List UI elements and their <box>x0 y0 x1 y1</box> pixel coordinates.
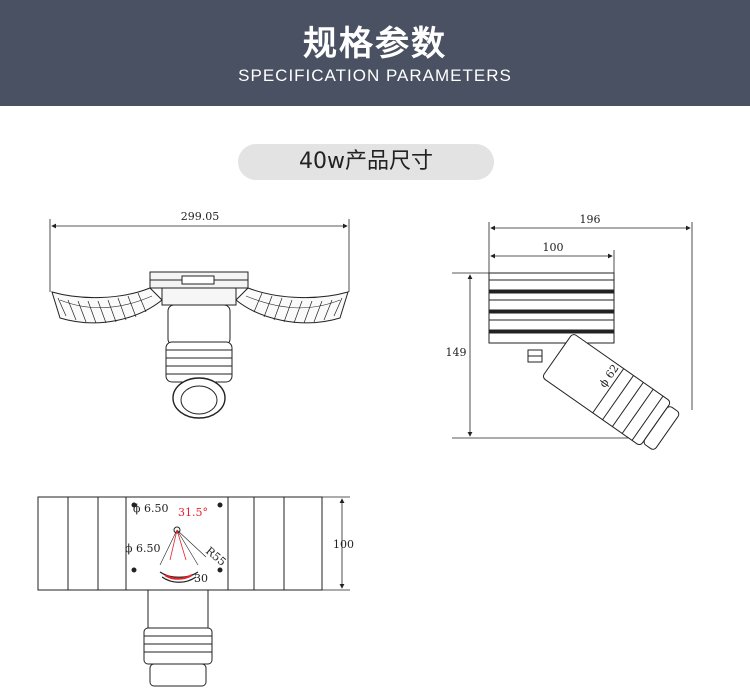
side-width-label: 196 <box>580 213 601 226</box>
front-view <box>49 219 350 419</box>
page-subtitle: SPECIFICATION PARAMETERS <box>238 66 512 85</box>
section-label: 40w产品尺寸 <box>238 144 494 180</box>
bottom-view <box>37 496 350 687</box>
header-banner: 规格参数 SPECIFICATION PARAMETERS <box>0 0 750 106</box>
angle-indicator <box>164 529 193 580</box>
hole-label-bottom: ϕ 6.50 <box>125 542 161 555</box>
angle-label: 31.5° <box>178 506 208 519</box>
page-title: 规格参数 <box>303 24 447 64</box>
front-width-label: 299.05 <box>181 210 220 223</box>
side-view <box>452 222 693 450</box>
hole-label-top: ϕ 6.50 <box>133 502 169 515</box>
side-body-label: 100 <box>543 241 564 254</box>
slot-label: 30 <box>194 572 208 585</box>
side-height-label: 149 <box>446 346 467 359</box>
bottom-height-label: 100 <box>333 538 354 551</box>
